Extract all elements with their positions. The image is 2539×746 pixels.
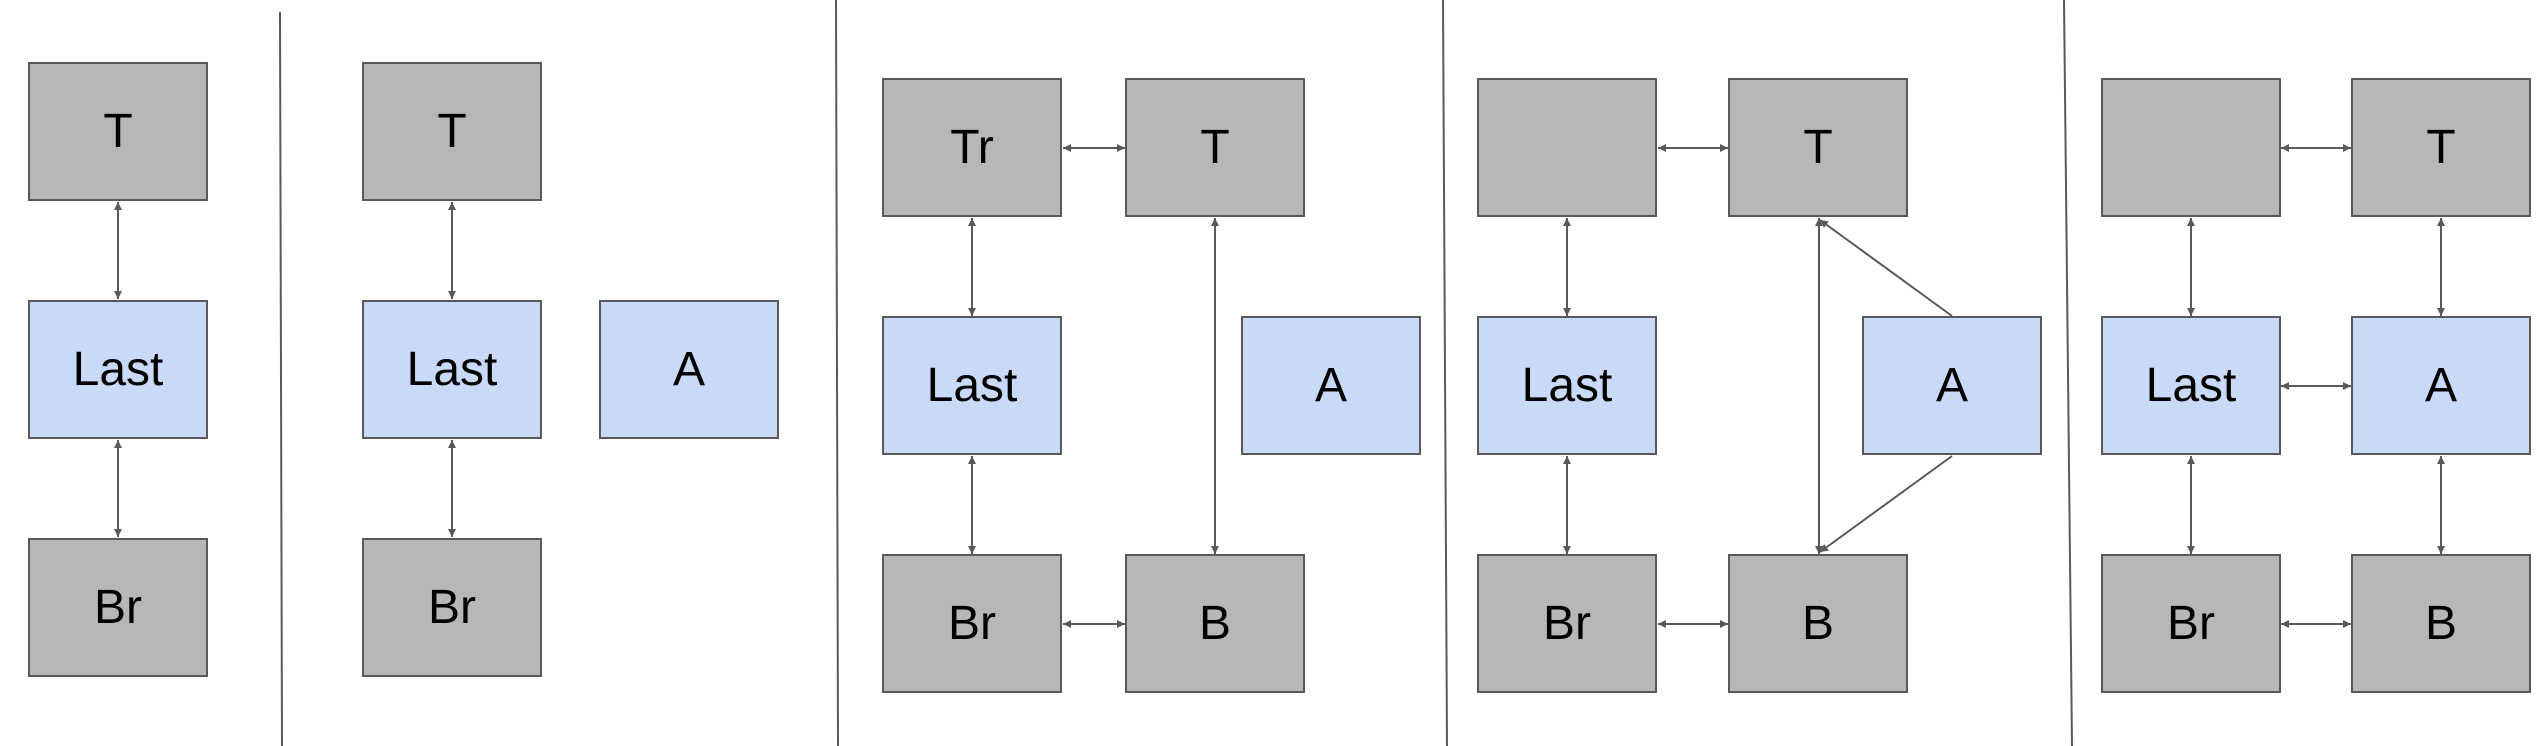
node-last: Last <box>2101 316 2281 455</box>
panel-divider <box>279 11 283 746</box>
panel-divider <box>2063 0 2073 746</box>
node-t: T <box>1125 78 1305 217</box>
node-last: Last <box>882 316 1062 455</box>
panel-divider <box>1442 0 1448 746</box>
node-a: A <box>1862 316 2042 455</box>
node-b: B <box>2351 554 2531 693</box>
node-t: T <box>28 62 208 201</box>
node-b: B <box>1728 554 1908 693</box>
node-br: Br <box>362 538 542 677</box>
node-br: Br <box>882 554 1062 693</box>
node-last: Last <box>28 300 208 439</box>
node-unlabeled <box>1477 78 1657 217</box>
node-unlabeled <box>2101 78 2281 217</box>
panel-divider <box>835 0 839 746</box>
node-a: A <box>1241 316 1421 455</box>
edge-a-to-b <box>1819 455 1953 553</box>
edge-a-to-t <box>1819 219 1953 317</box>
node-a: A <box>2351 316 2531 455</box>
node-tr: Tr <box>882 78 1062 217</box>
node-br: Br <box>2101 554 2281 693</box>
node-t: T <box>362 62 542 201</box>
node-last: Last <box>362 300 542 439</box>
node-t: T <box>1728 78 1908 217</box>
node-a: A <box>599 300 779 439</box>
node-b: B <box>1125 554 1305 693</box>
node-t: T <box>2351 78 2531 217</box>
node-last: Last <box>1477 316 1657 455</box>
node-br: Br <box>28 538 208 677</box>
node-br: Br <box>1477 554 1657 693</box>
